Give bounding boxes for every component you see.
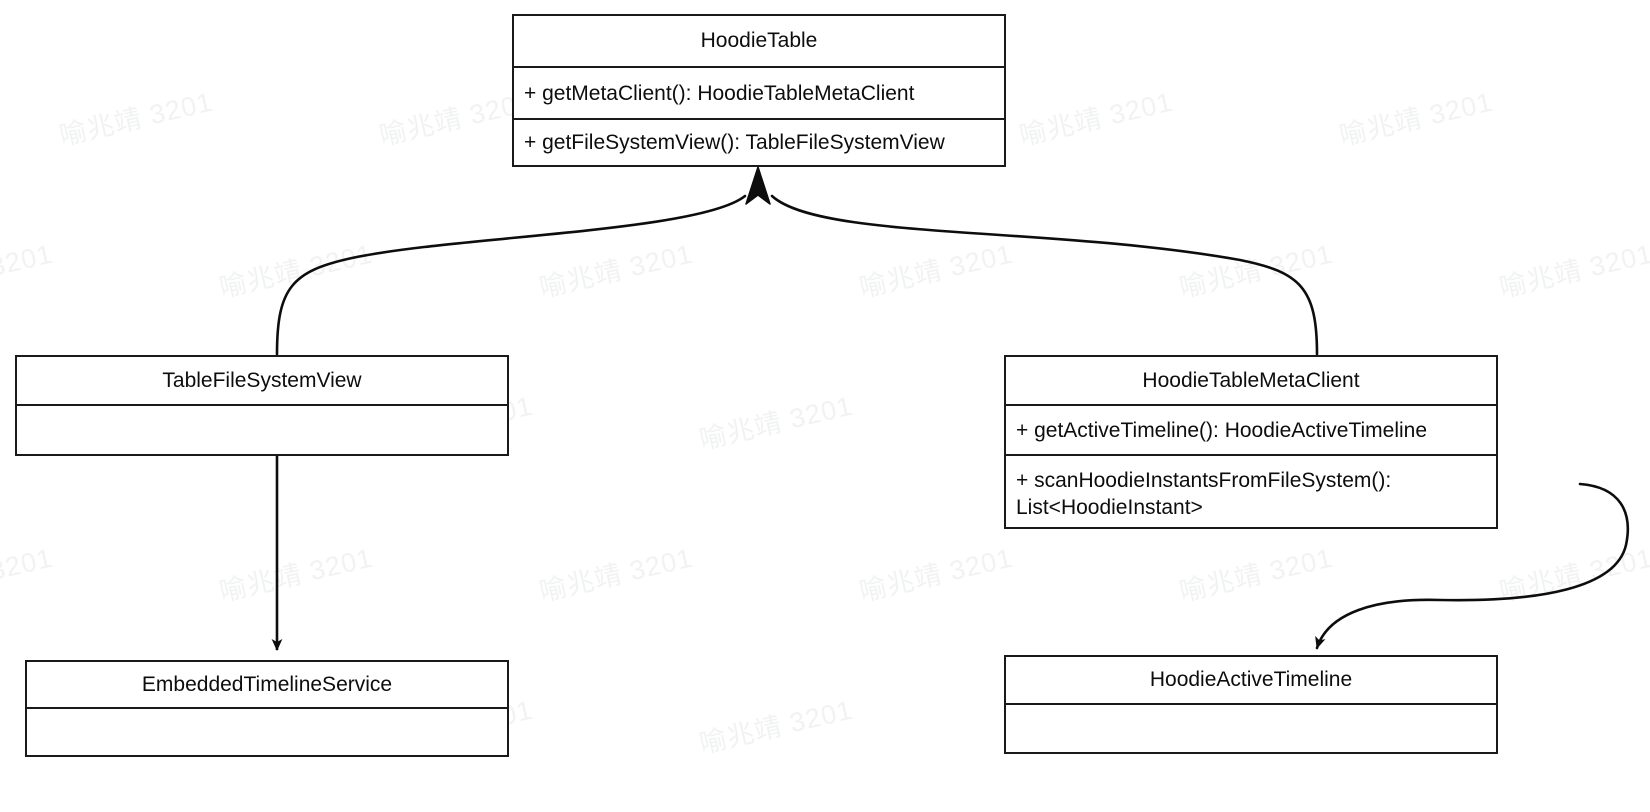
class-member: + scanHoodieInstantsFromFileSystem(): Li… (1006, 454, 1496, 527)
watermark-text: 喻兆靖 3201 (56, 86, 216, 152)
watermark-text: 喻兆靖 3201 (696, 390, 856, 456)
watermark-text: 喻兆靖 3201 (1336, 86, 1496, 152)
class-box-hoodie-table[interactable]: HoodieTable + getMetaClient(): HoodieTab… (512, 14, 1006, 167)
arrowhead-into-hoodietable (745, 166, 771, 205)
class-title-hoodie-table: HoodieTable (700, 29, 818, 52)
edge-tablefilesystemview-to-hoodietable (275, 194, 747, 356)
watermark-text: 喻兆靖 3201 (1176, 542, 1336, 608)
class-members-hoodie-table-meta-client: + getActiveTimeline(): HoodieActiveTimel… (1006, 404, 1496, 527)
watermark-text: 喻兆靖 3201 (856, 238, 1016, 304)
watermark-text: 喻兆靖 3201 (216, 542, 376, 608)
class-members-hoodie-active-timeline (1006, 703, 1496, 752)
class-member: + getMetaClient(): HoodieTableMetaClient (524, 81, 915, 105)
watermark-text: 喻兆靖 3201 (1496, 238, 1650, 304)
watermark-text: 喻兆靖 3201 (1176, 238, 1336, 304)
watermark-text: 喻兆靖 3201 (1016, 86, 1176, 152)
watermark-text: 喻兆靖 3201 (856, 542, 1016, 608)
class-title-embedded-timeline-service: EmbeddedTimelineService (141, 672, 393, 696)
class-member: + getActiveTimeline(): HoodieActiveTimel… (1016, 418, 1428, 442)
class-box-embedded-timeline-service[interactable]: EmbeddedTimelineService (25, 660, 509, 757)
watermark-text: 喻兆靖 3201 (696, 694, 856, 760)
class-members-hoodie-table: + getMetaClient(): HoodieTableMetaClient… (514, 66, 1004, 165)
class-title-hoodie-table-meta-client: HoodieTableMetaClient (1142, 368, 1360, 392)
class-title-table-file-system-view: TableFileSystemView (162, 368, 362, 392)
class-box-hoodie-active-timeline[interactable]: HoodieActiveTimeline (1004, 655, 1498, 754)
class-box-hoodie-table-meta-client[interactable]: HoodieTableMetaClient + getActiveTimelin… (1004, 355, 1498, 529)
watermark-text: 喻兆靖 3201 (536, 238, 696, 304)
class-box-table-file-system-view[interactable]: TableFileSystemView (15, 355, 509, 456)
watermark-text: 喻兆靖 3201 (1496, 542, 1650, 608)
watermark-text: 喻兆靖 3201 (0, 238, 56, 303)
watermark-text: 喻兆靖 3201 (0, 542, 56, 607)
edge-hoodietablemetaclient-to-hoodietable (770, 194, 1319, 356)
class-title-hoodie-active-timeline: HoodieActiveTimeline (1149, 668, 1353, 691)
watermark-text: 喻兆靖 3201 (536, 542, 696, 608)
watermark-text: 喻兆靖 3201 (216, 238, 376, 304)
class-members-table-file-system-view (17, 404, 507, 454)
class-member: + getFileSystemView(): TableFileSystemVi… (514, 118, 1004, 165)
class-members-embedded-timeline-service (27, 707, 507, 755)
